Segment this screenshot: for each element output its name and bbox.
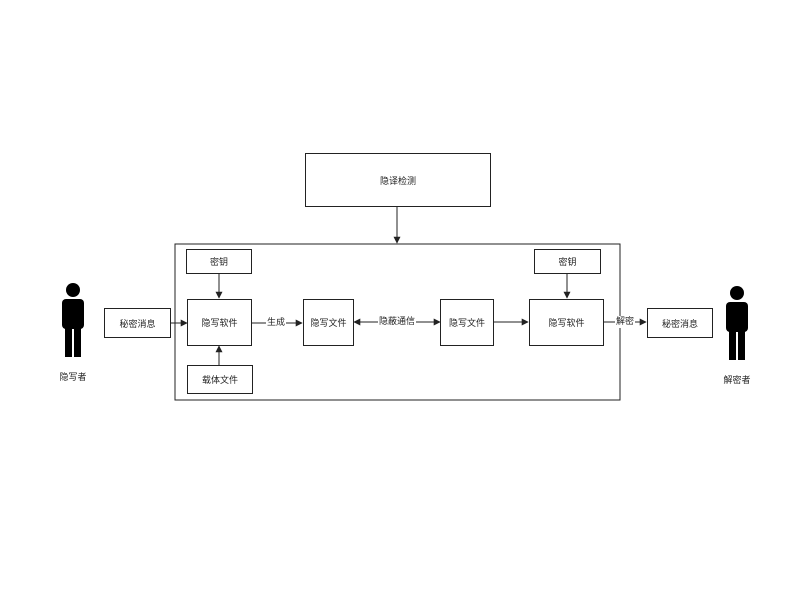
actor-label-stego-writer: 隐写者	[59, 373, 87, 383]
person-icon-decoder	[726, 286, 748, 360]
carrier-file-box: 载体文件	[187, 365, 253, 394]
person-icon-stego-writer	[62, 283, 84, 357]
stego-file-label-left: 隐写文件	[310, 319, 347, 329]
key-label-left: 密钥	[209, 258, 228, 268]
secret-message-label-left: 秘密消息	[119, 319, 156, 330]
edge-label-generate: 生成	[266, 317, 287, 329]
carrier-file-label: 载体文件	[201, 376, 238, 386]
stego-file-label-right: 隐写文件	[448, 319, 485, 329]
secret-message-label-right: 秘密消息	[661, 319, 698, 330]
secret-message-box-right: 秘密消息	[647, 308, 713, 338]
secret-message-box-left: 秘密消息	[104, 308, 171, 338]
key-box-left: 密钥	[186, 249, 252, 274]
steganalysis-label: 隐译检测	[379, 176, 416, 187]
actor-label-decoder: 解密者	[723, 376, 751, 386]
stego-software-label-left: 隐写软件	[201, 319, 238, 329]
stego-software-label-right: 隐写软件	[548, 319, 585, 329]
edge-label-decrypt: 解密	[615, 316, 636, 328]
stego-file-box-left: 隐写文件	[303, 299, 354, 346]
key-box-right: 密钥	[534, 249, 601, 274]
stego-file-box-right: 隐写文件	[440, 299, 494, 346]
key-label-right: 密钥	[558, 258, 577, 268]
stego-software-box-right: 隐写软件	[529, 299, 604, 346]
stego-software-box-left: 隐写软件	[187, 299, 252, 346]
edge-label-covert-channel: 隐蔽通信	[378, 316, 417, 328]
steganalysis-box: 隐译检测	[305, 153, 491, 207]
